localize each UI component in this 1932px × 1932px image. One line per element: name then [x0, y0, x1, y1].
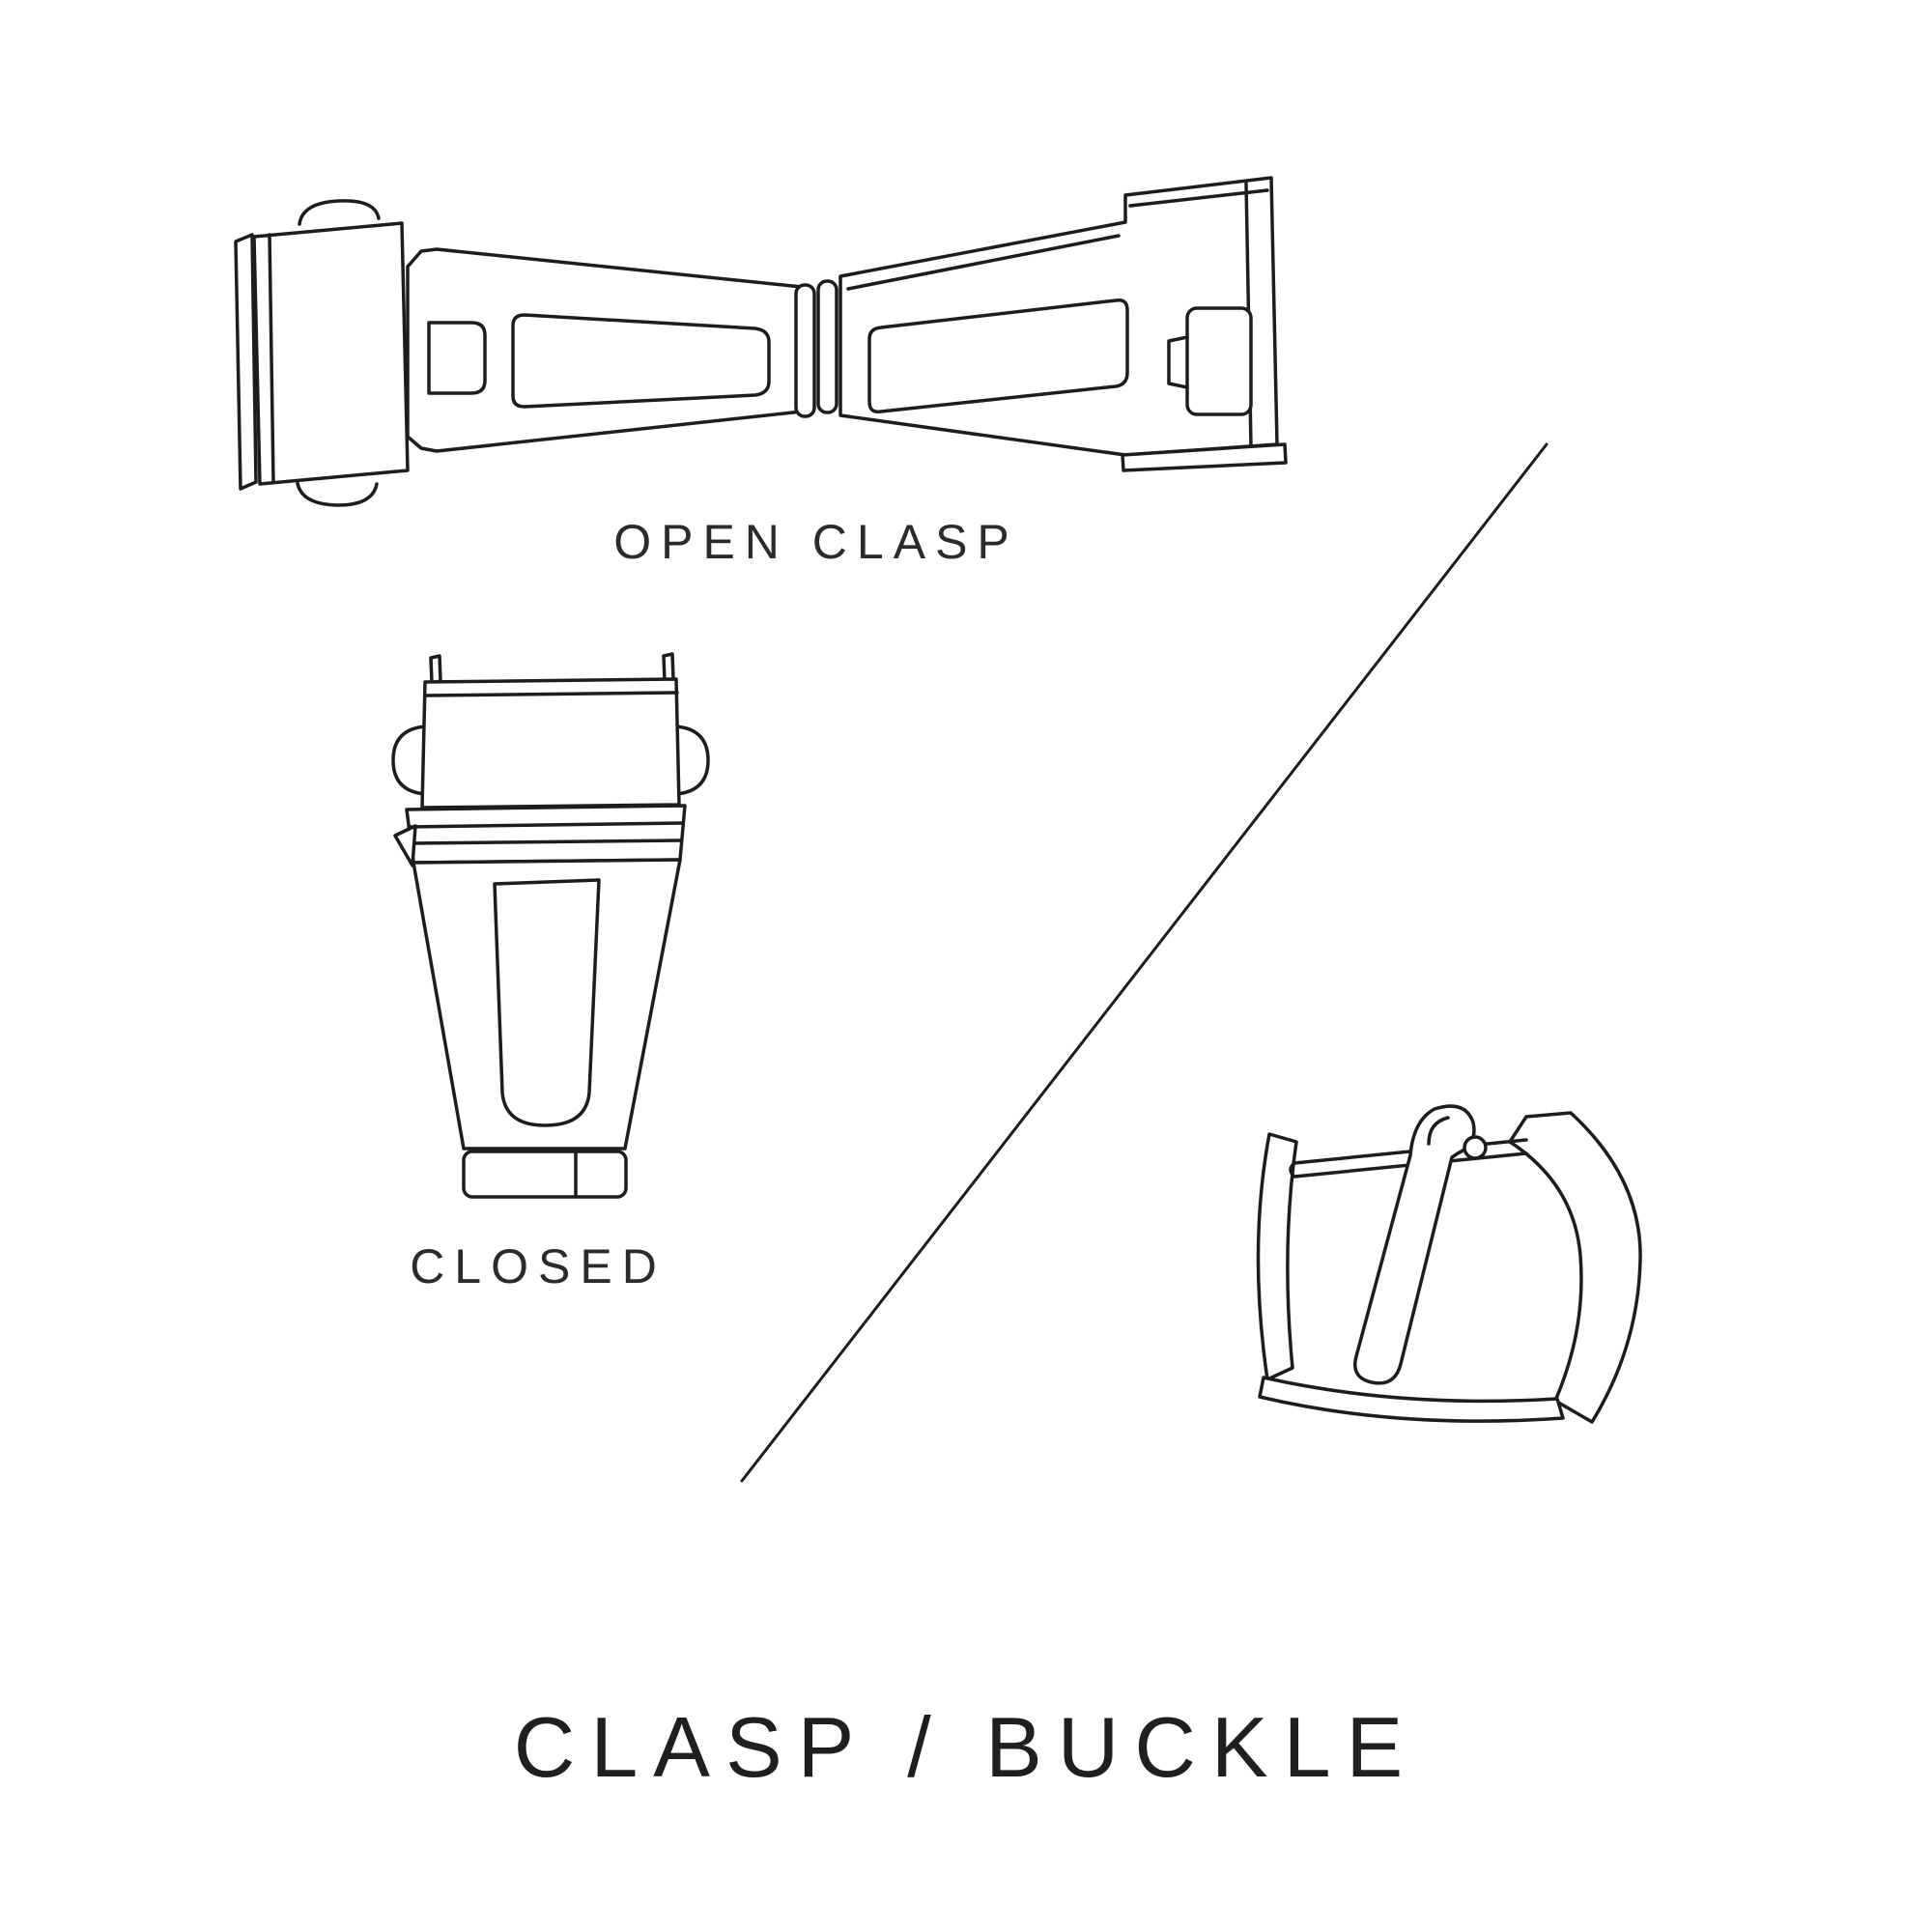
buckle-illustration: [1236, 1094, 1662, 1451]
open-clasp-caption: OPEN CLASP: [613, 515, 1019, 569]
page-title: CLASP / BUCKLE: [513, 1699, 1419, 1795]
closed-clasp-drawing: [391, 652, 710, 1199]
open-clasp-drawing: [234, 176, 1288, 507]
closed-clasp-illustration: [386, 649, 715, 1209]
closed-clasp-caption: CLOSED: [410, 1239, 667, 1293]
open-clasp-illustration: [222, 162, 1294, 510]
buckle-drawing: [1256, 1104, 1642, 1424]
